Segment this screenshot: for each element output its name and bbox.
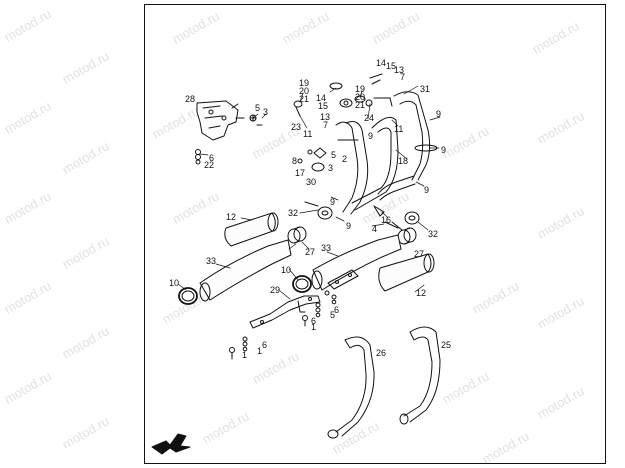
callout-9c: 9 [441,145,447,155]
callout-25: 25 [441,340,452,350]
collar-left [287,226,307,244]
rear-pipe-upper [377,91,438,201]
callout-12b: 12 [416,288,427,298]
callout-13b: 13 [394,65,405,75]
callout-7b: 7 [400,72,406,82]
sensor-parts [293,73,393,172]
callout-1b: 1 [257,346,263,356]
callout-14b: 14 [376,58,387,68]
rear-header-pipe [351,116,399,211]
callout-20b: 20 [355,92,366,102]
callout-15b: 15 [386,61,397,71]
callout-28: 28 [185,94,196,104]
heat-shield-bracket [196,100,245,141]
muffler-bracket [249,295,321,329]
callout-27b: 27 [414,249,425,259]
callout-1a: 1 [311,322,317,332]
callout-33b: 33 [321,243,332,253]
heat-shield-right [378,253,435,292]
callout-18: 18 [398,156,409,166]
callout-17: 17 [295,168,306,178]
callout-11: 11 [303,129,313,139]
callout-4: 4 [372,224,378,234]
pipe-clamps [304,201,420,231]
callout-20: 20 [299,86,310,96]
head-pipe-26 [327,336,375,439]
callout-30: 30 [306,177,317,187]
callout-32a: 32 [288,208,299,218]
callout-10a: 10 [169,278,180,288]
muffler-right [292,234,402,293]
callout-27a: 27 [305,247,316,257]
callout-3b: 3 [328,163,334,173]
callout-9e: 9 [330,197,336,207]
callout-5: 5 [255,103,261,113]
collar-right [397,227,417,245]
callout-16: 16 [381,215,392,225]
callout-32b: 32 [428,229,439,239]
callout-21b: 21 [355,100,366,110]
callout-9b: 9 [368,131,374,141]
head-pipe-25 [399,326,441,425]
callout-10b: 10 [281,265,292,275]
callout-13: 13 [320,112,331,122]
callout-22: 22 [204,160,215,170]
leader-lines [177,85,441,300]
callout-31: 31 [420,84,431,94]
callout-33a: 33 [206,256,217,266]
muffler-left [178,239,292,305]
callout-6: 6 [209,153,215,163]
callout-7: 7 [323,120,329,130]
callout-2: 2 [342,154,348,164]
callout-5c: 5 [330,310,336,320]
direction-arrow-icon [151,433,191,455]
callout-3: 3 [263,107,269,117]
callout-1c: 1 [242,350,248,360]
callout-15: 15 [318,101,329,111]
mounting-bolts [229,290,337,360]
callout-23: 23 [291,122,302,132]
callout-21: 21 [299,94,310,104]
front-header-pipe [335,121,369,215]
callout-9a: 9 [436,109,442,119]
callout-9d: 9 [424,185,430,195]
callout-19: 19 [299,78,310,88]
callout-6a: 6 [334,305,340,315]
callout-29: 29 [270,285,281,295]
callout-6b: 6 [311,316,317,326]
callout-9f: 9 [346,221,352,231]
callout-12a: 12 [226,212,237,222]
callout-6c: 6 [262,340,268,350]
diagram-frame [144,4,606,464]
callout-11b: 11 [394,124,404,134]
callout-24: 24 [364,113,375,123]
callout-19b: 19 [355,84,366,94]
callout-5b: 5 [331,150,337,160]
callout-14: 14 [316,93,327,103]
heat-shield-left [224,212,279,247]
callout-26: 26 [376,348,387,358]
callout-8: 8 [292,156,298,166]
